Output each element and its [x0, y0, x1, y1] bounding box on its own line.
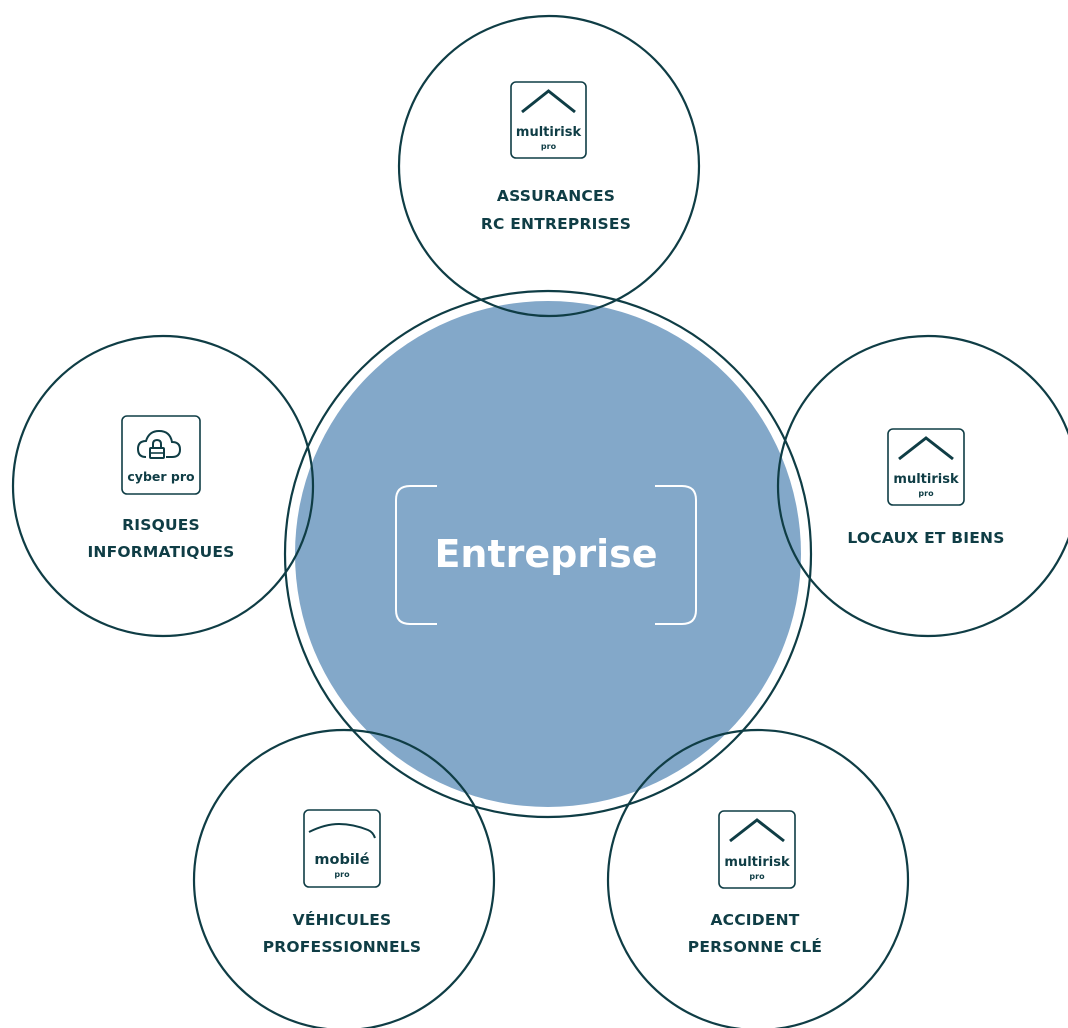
center-outer-ring — [283, 289, 813, 819]
house-roof-icon — [898, 436, 954, 461]
satellite-label-line1: LOCAUX ET BIENS — [847, 529, 1004, 547]
satellite-bottom-left[interactable]: mobilé pro VÉHICULES PROFESSIONNELS — [192, 728, 496, 1028]
center-bracket-right — [655, 485, 697, 625]
cloud-lock-icon — [136, 429, 182, 459]
center-title: Entreprise — [434, 532, 657, 576]
satellite-label-line2: PERSONNE CLÉ — [688, 937, 822, 956]
logo-main-text: cyber pro — [127, 469, 195, 484]
multirisk-logo: multirisk pro — [887, 428, 965, 506]
logo-sub-text: pro — [918, 489, 934, 498]
satellite-label-line1: VÉHICULES — [293, 910, 392, 929]
satellite-label-line1: ASSURANCES — [497, 187, 615, 205]
satellite-ring — [397, 14, 701, 318]
car-roof-icon — [308, 822, 376, 839]
center-bracket-left — [395, 485, 437, 625]
satellite-label-line2: PROFESSIONNELS — [263, 938, 422, 956]
logo-sub-text: pro — [541, 142, 557, 151]
satellite-bottom-right[interactable]: multirisk pro ACCIDENT PERSONNE CLÉ — [606, 728, 910, 1028]
logo-main-text: multirisk — [893, 472, 959, 487]
house-roof-icon — [521, 89, 576, 114]
mobile-pro-logo: mobilé pro — [303, 809, 381, 888]
logo-sub-text: pro — [334, 870, 350, 879]
satellite-label-line2: RC ENTREPRISES — [481, 215, 631, 233]
logo-sub-text: pro — [749, 872, 765, 881]
satellite-ring — [192, 728, 496, 1028]
logo-main-text: multirisk — [724, 855, 790, 870]
logo-main-text: mobilé — [314, 852, 369, 868]
satellite-ring — [11, 334, 315, 638]
satellite-label-line1: ACCIDENT — [710, 911, 799, 929]
multirisk-logo: multirisk pro — [510, 81, 587, 159]
satellite-ring — [776, 334, 1068, 638]
satellite-ring — [606, 728, 910, 1028]
house-roof-icon — [729, 818, 785, 843]
satellite-left[interactable]: cyber pro RISQUES INFORMATIQUES — [11, 334, 315, 638]
satellite-top[interactable]: multirisk pro ASSURANCES RC ENTREPRISES — [397, 14, 701, 318]
center-disk — [295, 301, 801, 807]
logo-main-text: multirisk — [516, 125, 582, 140]
satellite-label-line2: INFORMATIQUES — [87, 543, 234, 561]
cyber-pro-logo: cyber pro — [121, 415, 201, 495]
satellite-right[interactable]: multirisk pro LOCAUX ET BIENS — [776, 334, 1068, 638]
center-node: Entreprise — [283, 289, 813, 819]
multirisk-logo: multirisk pro — [718, 810, 796, 889]
satellite-label-line1: RISQUES — [122, 516, 200, 534]
